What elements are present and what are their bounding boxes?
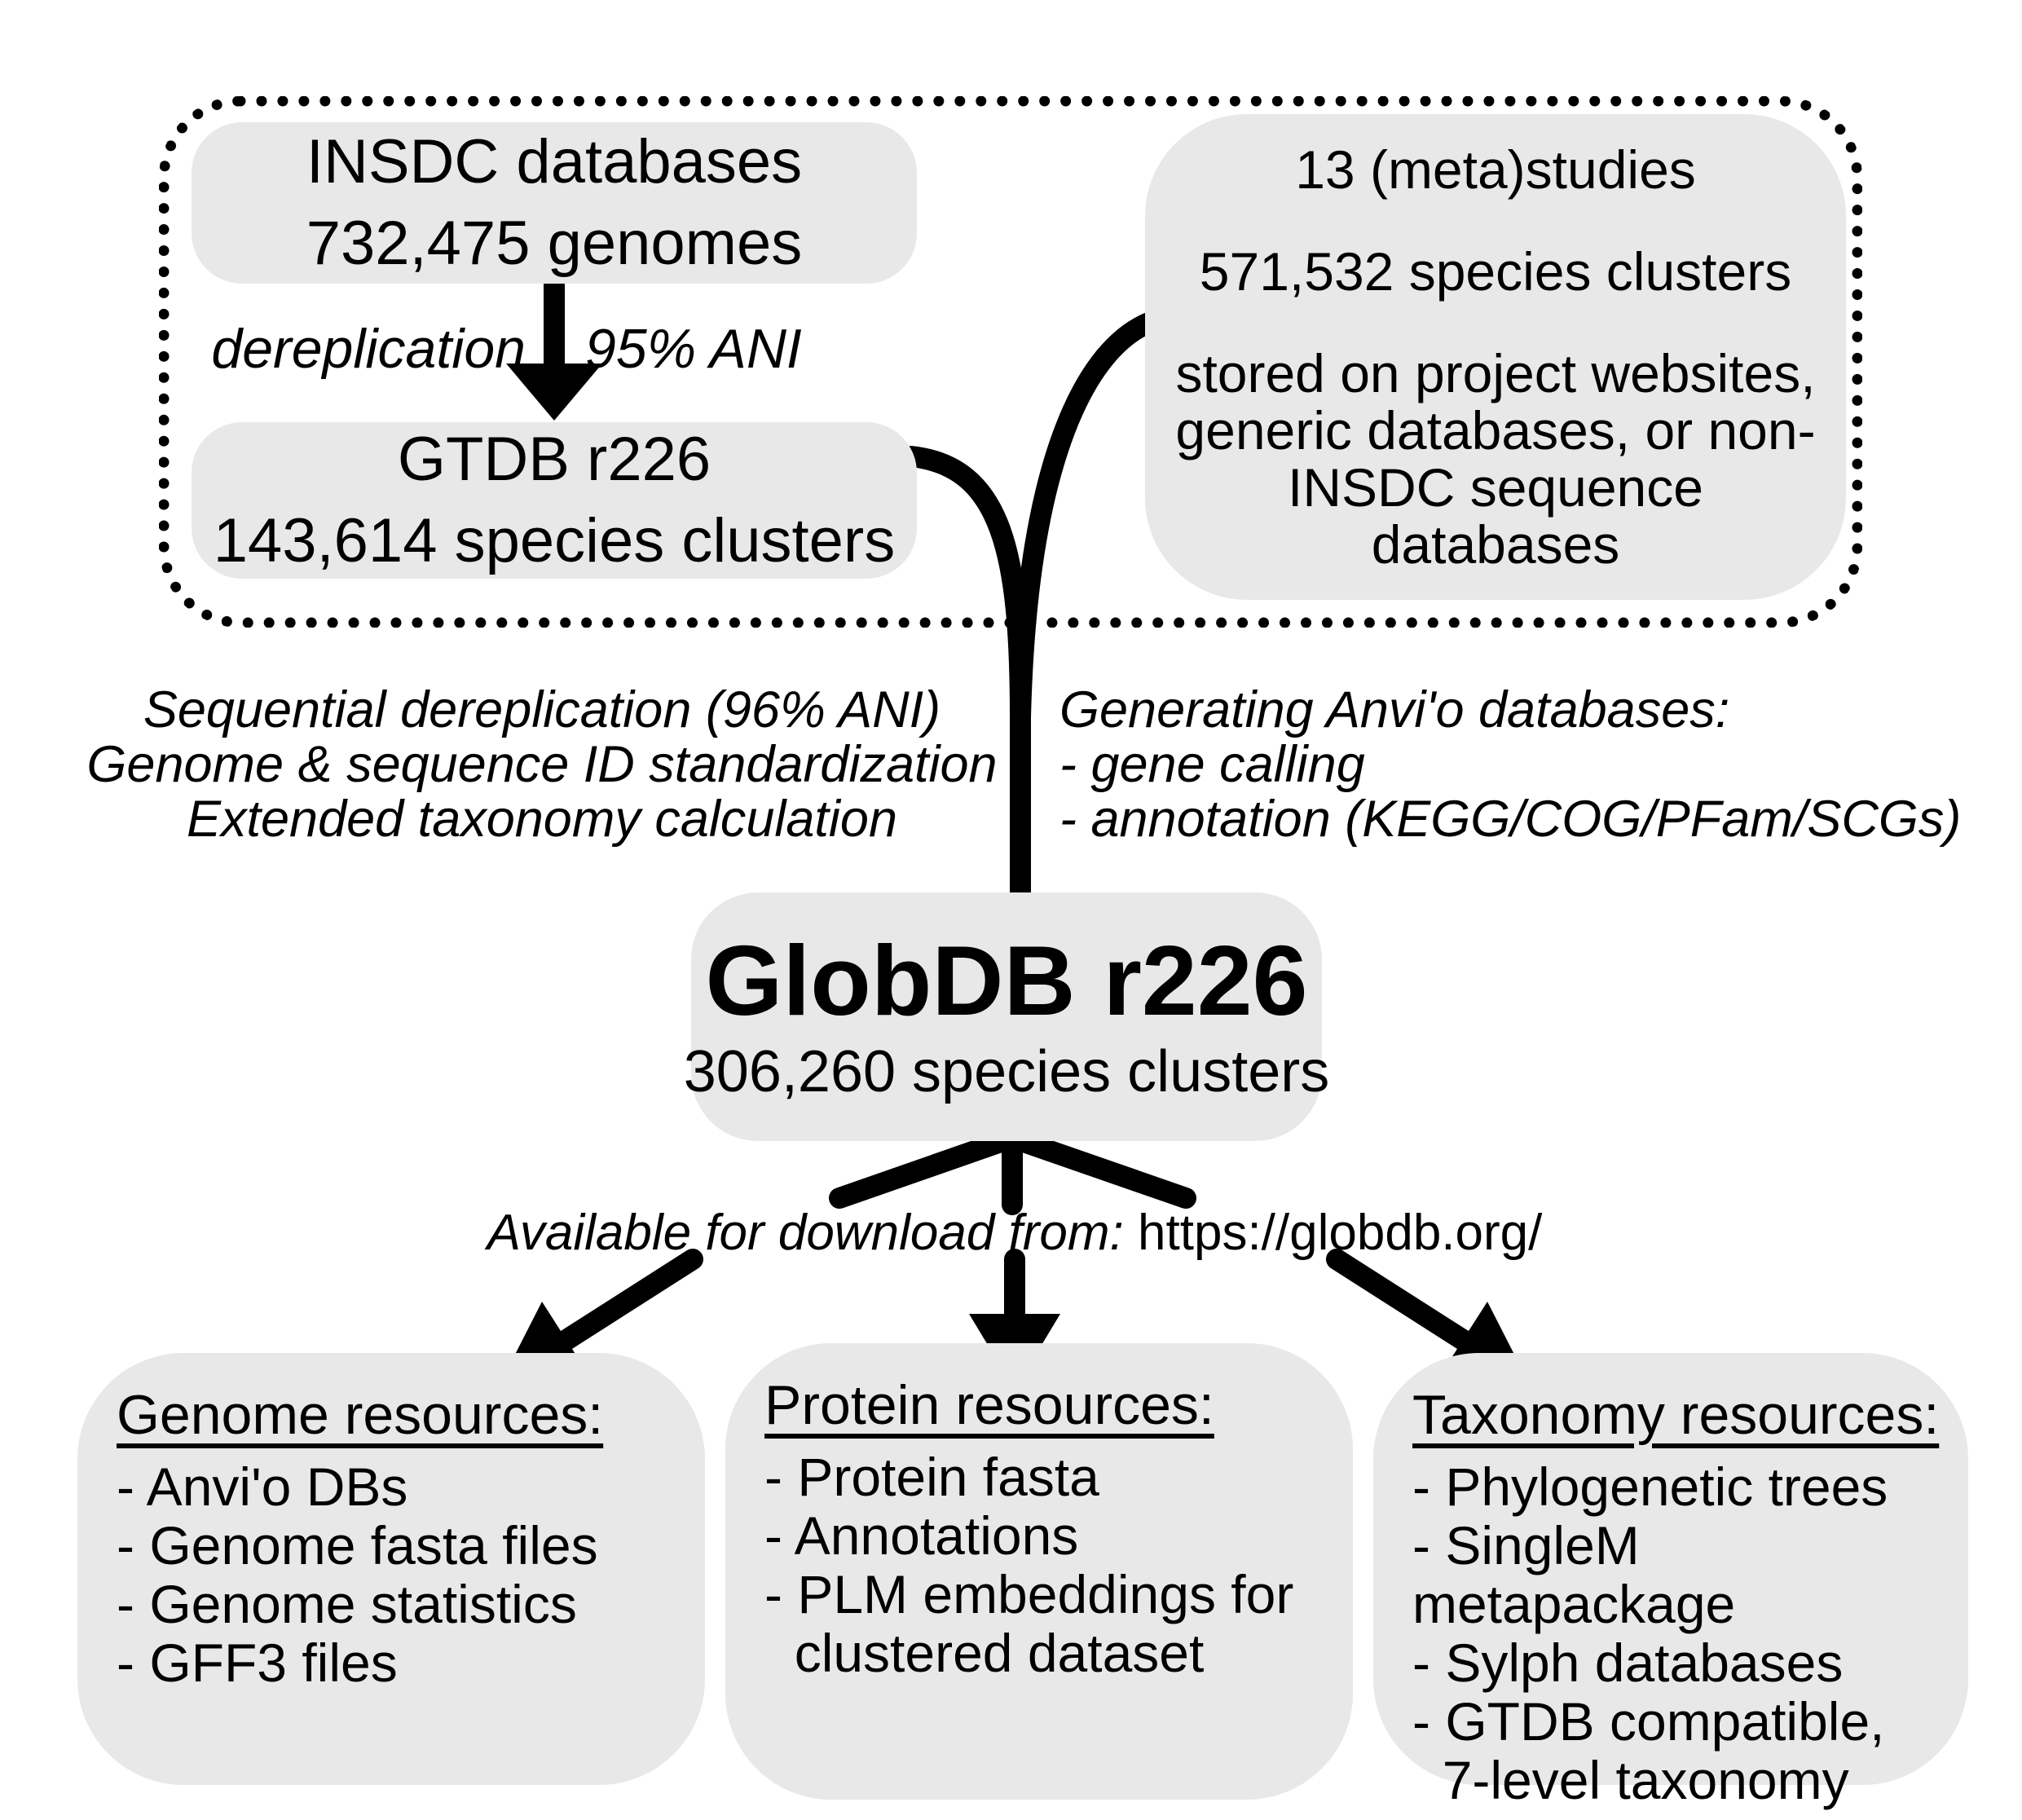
ani-threshold-label: 95% ANI — [585, 318, 802, 380]
studies-box-line-1: 13 (meta)studies — [1295, 139, 1696, 200]
studies-box: 13 (meta)studies 571,532 species cluster… — [1145, 114, 1846, 600]
resource-heading-protein: Protein resources: — [764, 1374, 1214, 1436]
insdc-box-line-1: INSDC databases — [306, 127, 803, 196]
resource-heading-genome: Genome resources: — [117, 1384, 604, 1446]
download-note: Available for download from: https://glo… — [407, 1205, 1622, 1262]
insdc-box: INSDC databases 732,475 genomes — [192, 122, 917, 284]
dereplication-label: dereplication — [211, 318, 526, 380]
input-sources-group-border — [159, 96, 1862, 628]
resource-item: - Phylogenetic trees — [1412, 1456, 1888, 1517]
resource-box-taxonomy: Taxonomy resources: - Phylogenetic trees… — [1373, 1353, 1968, 1809]
globdb-box: GlobDB r226 306,260 species clusters — [684, 892, 1329, 1141]
resource-item: - GTDB compatible, 7-level taxonomy — [1412, 1691, 1885, 1810]
resource-item: - GFF3 files — [117, 1633, 398, 1693]
globdb-title: GlobDB r226 — [705, 924, 1308, 1036]
studies-box-line-2: 571,532 species clusters — [1199, 241, 1792, 302]
resource-item: - SingleM metapackage — [1412, 1515, 1736, 1634]
right-process-note: Generating Anvi'o databases: - gene call… — [1059, 681, 1962, 848]
resource-item: - PLM embeddings for clustered dataset — [764, 1564, 1294, 1683]
resource-item: - Genome statistics — [117, 1574, 577, 1634]
download-url: https://globdb.org/ — [1138, 1205, 1543, 1261]
download-fan — [829, 1126, 1196, 1215]
gtdb-box: GTDB r226 143,614 species clusters — [192, 422, 917, 579]
resource-box-genome: Genome resources: - Anvi'o DBs - Genome … — [77, 1353, 705, 1785]
globdb-subtitle: 306,260 species clusters — [683, 1038, 1330, 1104]
gtdb-box-line-2: 143,614 species clusters — [213, 506, 896, 575]
dereplication-arrow — [506, 271, 602, 421]
resource-item: - Genome fasta files — [117, 1515, 598, 1575]
gtdb-box-line-1: GTDB r226 — [397, 425, 711, 494]
insdc-box-line-2: 732,475 genomes — [306, 209, 803, 278]
resource-box-protein: Protein resources: - Protein fasta - Ann… — [725, 1343, 1353, 1800]
resource-heading-taxonomy: Taxonomy resources: — [1412, 1384, 1940, 1446]
resource-item: - Sylph databases — [1412, 1633, 1844, 1693]
download-prefix: Available for download from: — [487, 1205, 1124, 1261]
resource-item: - Anvi'o DBs — [117, 1456, 408, 1517]
studies-box-line-3: stored on project websites, generic data… — [1175, 343, 1816, 575]
resource-item: - Annotations — [764, 1505, 1079, 1566]
resource-item: - Protein fasta — [764, 1447, 1099, 1507]
left-process-note: Sequential dereplication (96% ANI) Genom… — [86, 681, 998, 848]
